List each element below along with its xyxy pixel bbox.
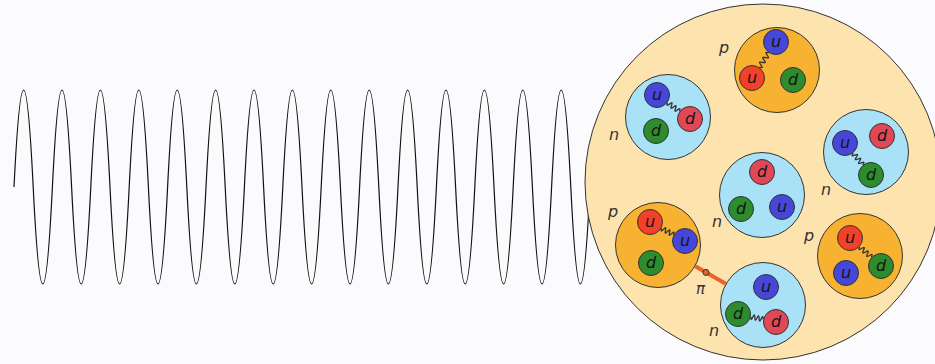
quark-circle: u (763, 29, 789, 55)
nucleon-circle: nudd (720, 262, 806, 348)
quark-label: d (750, 160, 774, 184)
quark-label: d (644, 119, 668, 143)
quark-label: u (833, 131, 857, 155)
quark-circle: u (833, 260, 859, 286)
gluon-squiggle (667, 103, 680, 112)
nucleon-label: p (608, 203, 618, 221)
pion-dot (703, 269, 709, 275)
quark-label: u (764, 30, 788, 54)
quark-label: d (678, 107, 702, 131)
photon-wave (14, 90, 590, 284)
quark-circle: u (769, 194, 795, 220)
quark-circle: d (858, 162, 884, 188)
nucleon-label: p (719, 39, 729, 57)
quark-label: d (639, 251, 663, 275)
quark-label: u (638, 210, 662, 234)
quark-label: u (645, 83, 669, 107)
quark-label: u (754, 275, 778, 299)
quark-label: u (838, 226, 862, 250)
quark-circle: u (753, 274, 779, 300)
quark-circle: d (763, 309, 789, 335)
quark-label: u (770, 195, 794, 219)
gluon-squiggle (751, 315, 764, 321)
quark-label: d (859, 163, 883, 187)
gluon-squiggle (759, 52, 769, 67)
quark-label: d (781, 68, 805, 92)
gluon-squiggle (852, 153, 864, 165)
nucleon-label: p (804, 227, 814, 245)
quark-circle: u (832, 130, 858, 156)
nucleon-circle: puud (734, 27, 820, 113)
quark-circle: d (643, 118, 669, 144)
quark-circle: d (728, 196, 754, 222)
quark-circle: u (637, 209, 663, 235)
quark-label: u (740, 66, 764, 90)
nucleon-circle: puud (817, 213, 903, 299)
quark-label: d (764, 310, 788, 334)
nucleon-circle: nddu (719, 152, 805, 238)
gluon-squiggle (661, 228, 674, 236)
quark-circle: d (780, 67, 806, 93)
quark-label: d (869, 254, 893, 278)
nucleon-label: n (712, 213, 722, 231)
quark-circle: d (868, 253, 894, 279)
nucleon-label: n (709, 322, 719, 340)
nucleus (585, 4, 935, 360)
quark-label: u (834, 261, 858, 285)
quark-label: d (870, 124, 894, 148)
quark-circle: d (869, 123, 895, 149)
quark-label: u (673, 229, 697, 253)
quark-circle: u (739, 65, 765, 91)
gluon-squiggle (859, 247, 872, 258)
quark-label: d (726, 302, 750, 326)
nucleon-circle: nudd (625, 74, 711, 160)
quark-circle: d (749, 159, 775, 185)
nucleon-circle: puud (615, 202, 701, 288)
nucleon-circle: nudd (823, 109, 909, 195)
quark-circle: u (644, 82, 670, 108)
nucleon-label: n (609, 126, 619, 144)
quark-circle: d (638, 250, 664, 276)
quark-circle: d (677, 106, 703, 132)
nucleon-label: n (821, 181, 831, 199)
quark-circle: d (725, 301, 751, 327)
quark-circle: u (672, 228, 698, 254)
quark-label: d (729, 197, 753, 221)
quark-circle: u (837, 225, 863, 251)
pion-label: π (696, 281, 705, 298)
